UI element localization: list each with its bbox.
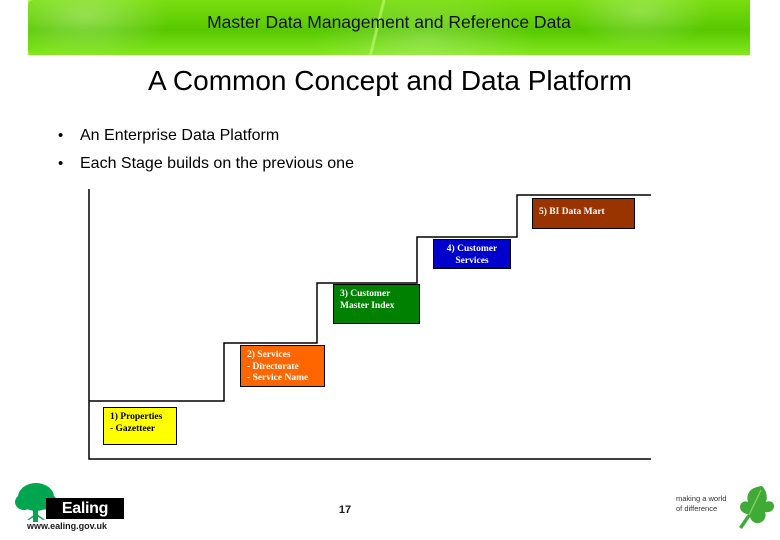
tagline-line-1: making a world [676,494,727,503]
bullet-list: • An Enterprise Data Platform • Each Sta… [58,122,658,178]
diagram-frame [88,189,651,460]
tagline-text: making a world of difference [676,494,738,513]
ealing-wordmark: Ealing [46,498,124,519]
step-box-2-line-2: - Directorate [247,361,299,372]
staircase-steps [89,194,651,402]
step-box-2-line-3: - Service Name [247,373,309,383]
bullet-marker-icon: • [58,155,64,172]
step-box-3[interactable]: 3) Customer Master Index [333,284,420,324]
tagline-line-2: of difference [676,503,718,513]
ealing-url[interactable]: www.ealing.gov.uk [26,521,107,531]
staircase-outline [88,189,651,460]
step-box-4-line-1: 4) Customer [446,244,498,254]
step-box-1-line-1: 1) Properties [110,412,163,422]
header-banner: Master Data Management and Reference Dat… [28,0,750,55]
step-box-3-line-1: 3) Customer [340,289,391,299]
page-title: A Common Concept and Data Platform [147,65,632,96]
step-box-5[interactable]: 5) BI Data Mart [532,198,635,229]
step-box-2[interactable]: 2) Services - Directorate - Service Name [240,345,325,387]
step-box-3-line-2: Master Index [340,300,395,311]
list-item: • Each Stage builds on the previous one [58,150,658,178]
list-item: • An Enterprise Data Platform [58,122,658,150]
step-box-1-line-2: - Gazetteer [110,423,156,434]
banner-title: Master Data Management and Reference Dat… [207,12,571,32]
tagline-logo: making a world of difference [676,486,776,536]
bullet-marker-icon: • [58,127,64,144]
step-box-1[interactable]: 1) Properties - Gazetteer [103,407,177,445]
list-item-label: An Enterprise Data Platform [80,127,280,144]
step-box-4-line-2: Services [455,255,489,266]
staircase-diagram: 1) Properties - Gazetteer 2) Services - … [85,185,655,470]
step-box-4[interactable]: 4) Customer Services [433,239,511,269]
list-item-label: Each Stage builds on the previous one [80,155,354,172]
oak-leaf-icon [739,486,774,529]
step-box-5-line-1: 5) BI Data Mart [539,207,605,217]
page-number: 17 [338,504,352,516]
ealing-logo: Ealing www.ealing.gov.uk [8,482,126,534]
step-box-2-line-1: 2) Services [247,350,291,360]
